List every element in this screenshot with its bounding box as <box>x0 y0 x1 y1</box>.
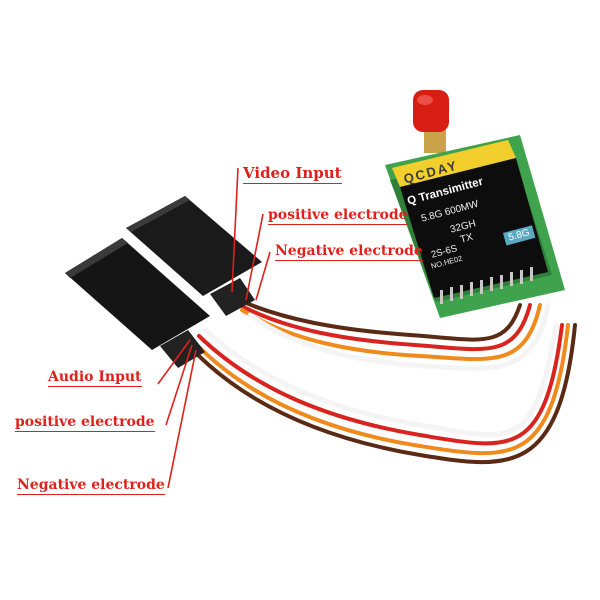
video-negative-electrode-label: Negative electrode <box>275 243 423 261</box>
video-positive-electrode-label: positive electrode <box>268 207 408 225</box>
yellow-label-strip <box>392 140 516 187</box>
audio-negative-electrode-label: Negative electrode <box>17 477 165 495</box>
audio-wire-bundle <box>188 322 577 465</box>
transmitter-module <box>385 90 565 318</box>
black-label <box>400 158 548 298</box>
pin-header <box>440 267 533 304</box>
annotation-lines <box>157 167 271 489</box>
audio-positive-electrode-label: positive electrode <box>15 414 155 432</box>
audio-input-label: Audio Input <box>48 369 142 387</box>
video-servo-connector <box>126 196 262 316</box>
antenna-cap <box>413 90 449 132</box>
video-wire-bundle <box>228 294 551 371</box>
video-input-label: Video Input <box>243 164 342 184</box>
